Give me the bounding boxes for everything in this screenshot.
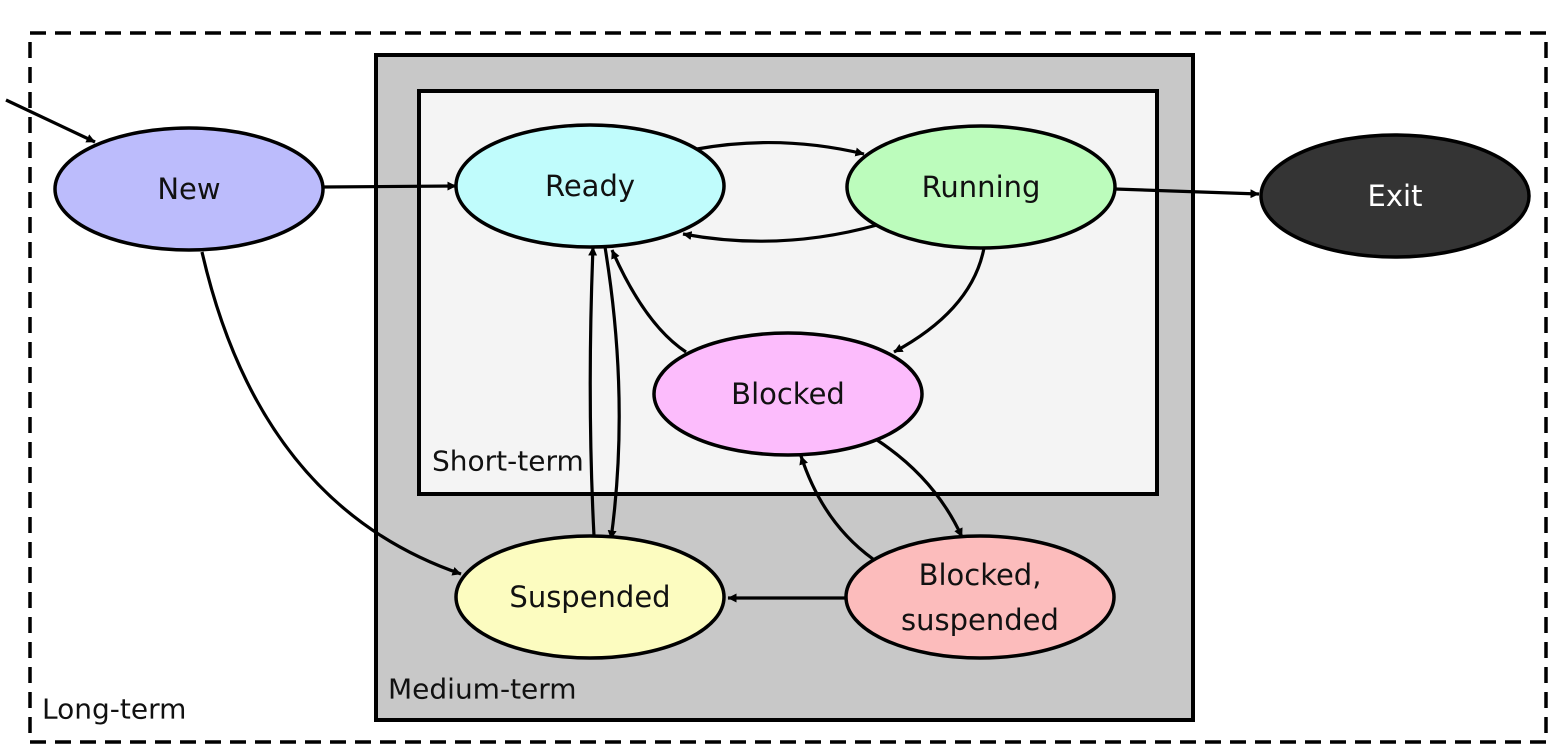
state-ready-shape xyxy=(454,123,726,249)
edge-blocked-to-blocked-suspended xyxy=(876,438,964,538)
state-suspended-label: Suspended xyxy=(509,580,670,614)
state-running-shape xyxy=(845,124,1117,250)
state-suspended: Suspended xyxy=(454,534,726,660)
state-new-shape xyxy=(53,126,325,252)
medium-term-label: Medium-term xyxy=(388,673,577,706)
state-new-label: New xyxy=(157,172,220,206)
state-blocked-shape xyxy=(652,331,924,457)
state-ready: Ready xyxy=(454,123,726,249)
state-running: Running xyxy=(845,124,1117,250)
state-exit-label: Exit xyxy=(1368,179,1423,213)
edge-running-to-exit xyxy=(1114,187,1260,199)
edge-ready-to-running xyxy=(696,140,865,157)
long-term-label: Long-term xyxy=(42,693,186,726)
state-running-label: Running xyxy=(922,170,1041,204)
edge-running-to-ready xyxy=(682,223,878,243)
state-new: New xyxy=(53,126,325,252)
transition-edges xyxy=(5,98,1260,603)
edge-new-to-suspended xyxy=(200,251,462,576)
edge-suspended-to-ready xyxy=(588,246,598,537)
state-exit-shape xyxy=(1259,133,1531,259)
edge-running-to-blocked xyxy=(893,247,986,354)
state-exit: Exit xyxy=(1259,133,1531,259)
state-blocked: Blocked xyxy=(652,331,924,457)
state-blocked-suspended-label-line2: suspended xyxy=(901,603,1059,637)
state-suspended-shape xyxy=(454,534,726,660)
state-blocked-suspended: Blocked, suspended xyxy=(844,534,1116,660)
edge-blocked-to-ready xyxy=(610,249,687,354)
state-blocked-suspended-label-line1: Blocked, xyxy=(919,558,1042,592)
state-blocked-label: Blocked xyxy=(731,377,845,411)
state-blocked-suspended-shape xyxy=(844,534,1116,660)
edge-ready-to-suspended xyxy=(603,246,621,540)
short-term-label: Short-term xyxy=(432,445,584,478)
edge-new-to-ready xyxy=(322,181,457,191)
long-term-region xyxy=(28,31,1548,744)
state-ready-label: Ready xyxy=(545,169,635,203)
edge-entry-to-new xyxy=(5,98,96,144)
edge-blocked-suspended-to-blocked xyxy=(799,455,874,561)
